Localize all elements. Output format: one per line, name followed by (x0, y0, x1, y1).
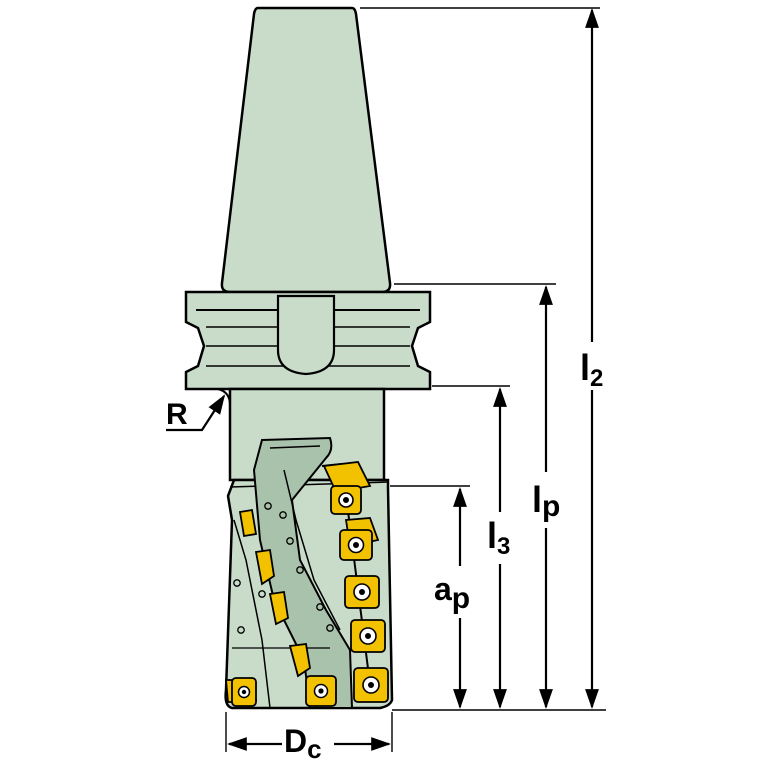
label-dc: Dc (284, 723, 322, 764)
square-insert-icon (330, 485, 362, 515)
label-l3: l3 (487, 515, 510, 560)
label-r: R (166, 398, 188, 431)
label-lp: lp (532, 479, 560, 523)
label-l2: l2 (580, 347, 603, 392)
square-insert-icon (339, 529, 373, 561)
drive-key-slot (276, 294, 336, 376)
helical-flute (252, 436, 354, 709)
taper-shank (220, 6, 392, 294)
square-insert-icon (344, 575, 380, 609)
square-insert-icon (231, 677, 257, 707)
right-insert-row (231, 461, 389, 707)
r-leader (166, 394, 226, 432)
extension-lines (225, 7, 606, 752)
square-insert-icon (350, 619, 386, 653)
square-insert-icon (353, 667, 389, 703)
label-ap: ap (434, 571, 470, 615)
square-insert-icon (305, 675, 337, 707)
